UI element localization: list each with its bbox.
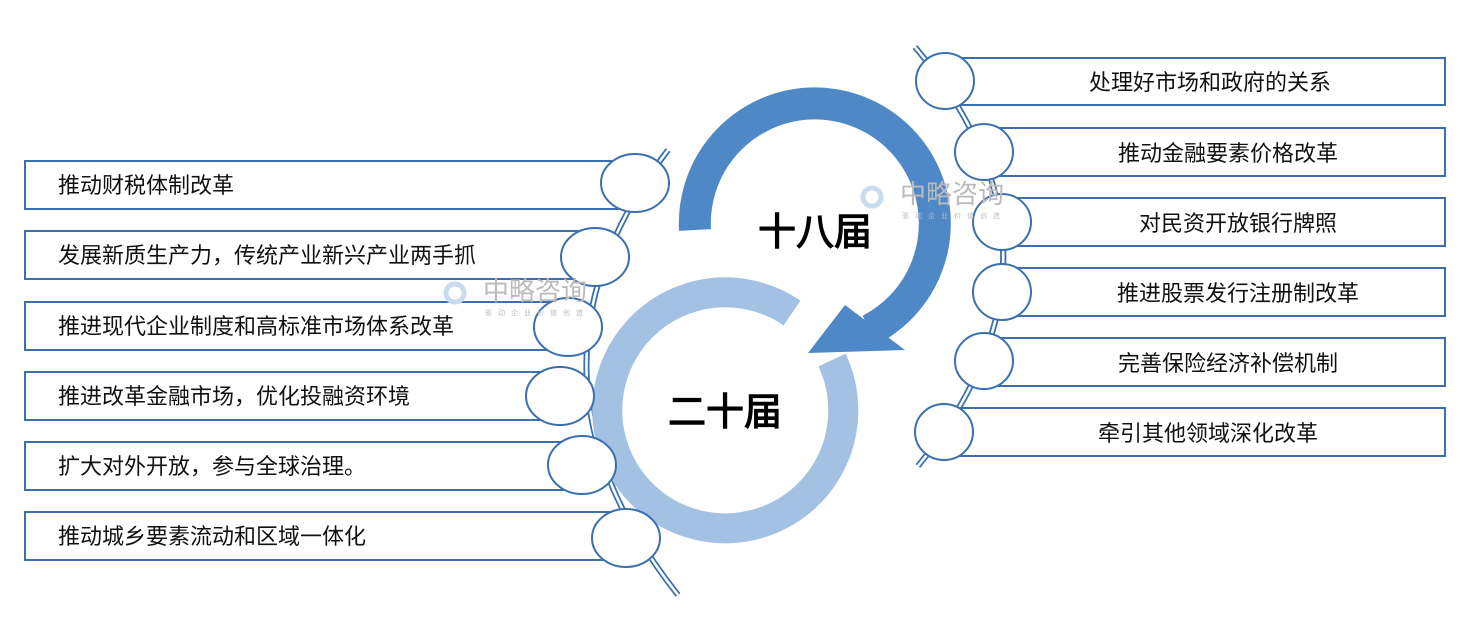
right-bead-6 [914, 403, 974, 461]
left-bead-1 [600, 153, 670, 213]
left-bead-4 [525, 366, 595, 426]
watermark-name: 中略咨询 [900, 180, 1004, 210]
right-item-1: 处理好市场和政府的关系 [1089, 71, 1331, 96]
left-item-6: 推动城乡要素流动和区域一体化 [58, 525, 366, 550]
left-box-5 [24, 441, 583, 491]
left-bead-6 [591, 508, 661, 568]
watermark-name: 中略咨询 [483, 277, 587, 307]
left-item-3: 推进现代企业制度和高标准市场体系改革 [58, 315, 454, 340]
left-bead-3 [533, 297, 603, 357]
right-bead-2 [954, 123, 1014, 181]
right-box-4 [1009, 267, 1446, 317]
left-box-1 [24, 160, 636, 210]
right-bead-3 [972, 193, 1032, 251]
watermark-logo-icon [443, 281, 467, 305]
top-ring [678, 87, 951, 345]
right-box-1 [949, 57, 1446, 106]
right-bead-5 [954, 332, 1014, 390]
left-box-3 [24, 301, 566, 351]
right-box-6 [949, 407, 1446, 457]
watermark-logo-icon [860, 185, 884, 209]
watermark: 中略咨询 驱动企业价值创造 中略咨询 驱动企业价值创造 [443, 180, 1006, 317]
right-item-3: 对民资开放银行牌照 [1139, 212, 1337, 237]
bottom-label: 二十届 [668, 390, 782, 434]
left-item-5: 扩大对外开放，参与全球治理。 [58, 455, 366, 480]
left-item-4: 推进改革金融市场，优化投融资环境 [58, 385, 410, 410]
bottom-ring [592, 277, 859, 544]
top-label: 十八届 [758, 210, 872, 254]
right-item-4: 推进股票发行注册制改革 [1117, 282, 1359, 307]
right-item-5: 完善保险经济补偿机制 [1118, 352, 1338, 377]
right-bead-4 [972, 263, 1032, 321]
left-item-1: 推动财税体制改革 [58, 174, 234, 199]
right-item-6: 牵引其他领域深化改革 [1098, 422, 1318, 447]
right-item-2: 推动金融要素价格改革 [1118, 142, 1338, 167]
left-item-2: 发展新质生产力，传统产业新兴产业两手抓 [58, 244, 476, 269]
right-box-3 [1009, 197, 1446, 247]
left-bead-5 [547, 435, 617, 495]
watermark-slogan: 驱动企业价值创造 [485, 308, 589, 317]
left-box-2 [24, 230, 596, 280]
left-bead-2 [560, 227, 630, 287]
watermark-slogan: 驱动企业价值创造 [902, 211, 1006, 220]
arrowhead-icon [808, 305, 905, 353]
right-bead-1 [915, 52, 975, 110]
